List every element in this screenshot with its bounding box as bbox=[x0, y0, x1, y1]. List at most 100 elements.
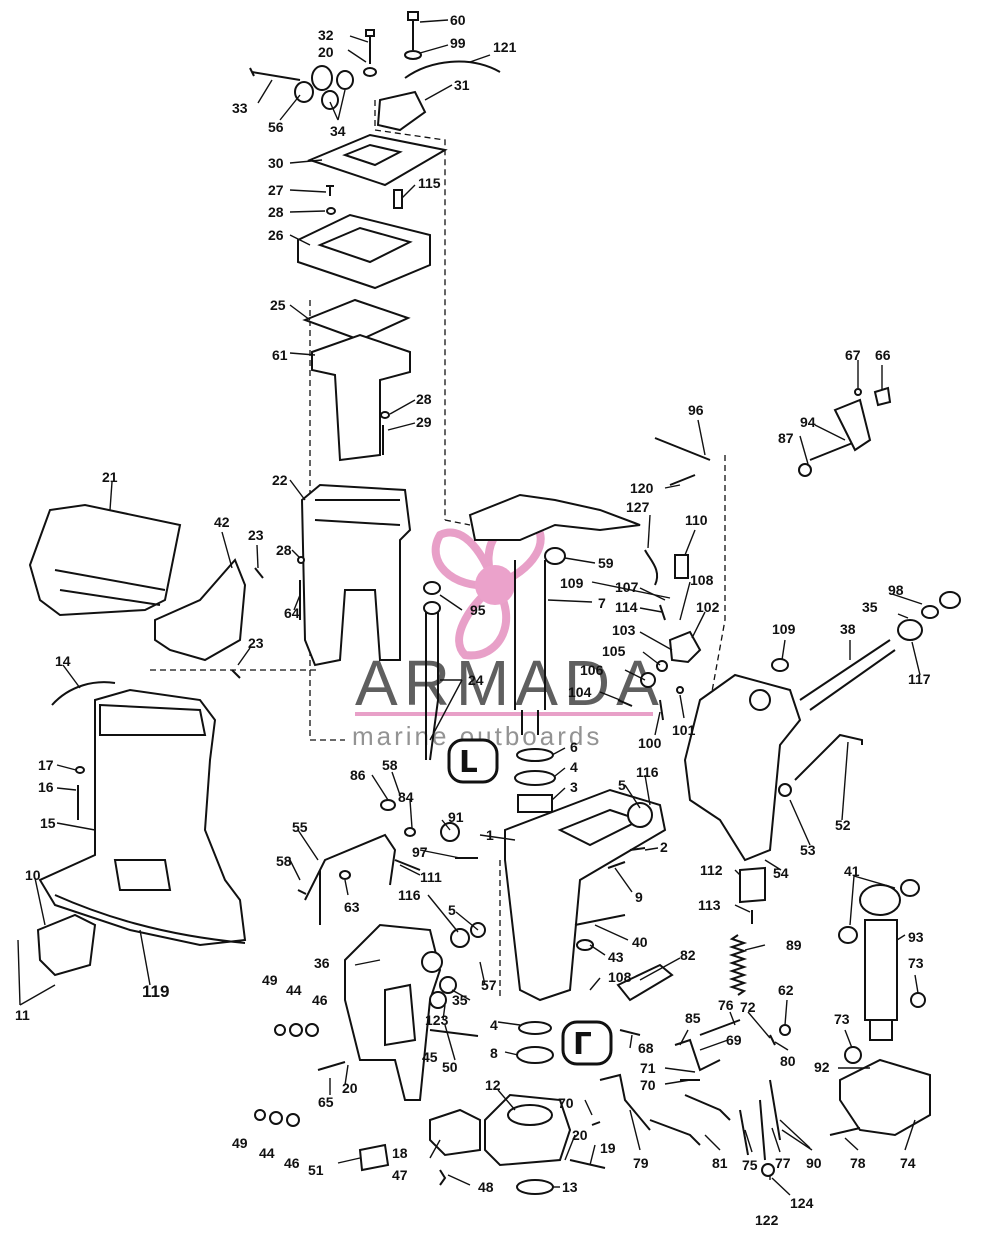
callout-87: 87 bbox=[778, 430, 794, 446]
callout-11: 11 bbox=[15, 1007, 30, 1023]
callout-20-a: 20 bbox=[318, 44, 334, 60]
callout-62: 62 bbox=[778, 982, 794, 998]
callout-45: 45 bbox=[422, 1049, 438, 1065]
callout-8: 8 bbox=[490, 1045, 498, 1061]
callout-84: 84 bbox=[398, 789, 414, 805]
watermark-brand: ARMADA bbox=[355, 647, 665, 719]
seal-kit-badge-b: ᒥ bbox=[561, 1020, 613, 1066]
callout-120: 120 bbox=[630, 480, 654, 496]
callout-28-b: 28 bbox=[416, 391, 432, 407]
callout-44-a: 44 bbox=[286, 982, 302, 998]
callout-49-a: 49 bbox=[262, 972, 278, 988]
callout-23-b: 23 bbox=[248, 635, 264, 651]
lower-swivel-parts bbox=[429, 1021, 606, 1195]
callout-59: 59 bbox=[598, 555, 614, 571]
callout-61: 61 bbox=[272, 347, 288, 363]
callout-58-a: 58 bbox=[382, 757, 398, 773]
callout-1: 1 bbox=[486, 827, 494, 843]
callout-51: 51 bbox=[308, 1162, 324, 1178]
callout-80: 80 bbox=[780, 1053, 796, 1069]
callout-63: 63 bbox=[344, 899, 360, 915]
callout-49-b: 49 bbox=[232, 1135, 248, 1151]
callout-121: 121 bbox=[493, 39, 517, 55]
callout-52: 52 bbox=[835, 817, 851, 833]
callout-64: 64 bbox=[284, 605, 300, 621]
cowling-panels bbox=[28, 503, 264, 679]
callout-20-c: 20 bbox=[342, 1080, 358, 1096]
callout-124: 124 bbox=[790, 1195, 814, 1211]
callout-71: 71 bbox=[640, 1060, 656, 1076]
callout-40: 40 bbox=[632, 934, 648, 950]
callout-103: 103 bbox=[612, 622, 636, 638]
callout-119: 119 bbox=[142, 982, 169, 1001]
callout-94: 94 bbox=[800, 414, 816, 430]
callout-9: 9 bbox=[635, 889, 643, 905]
callout-15: 15 bbox=[40, 815, 56, 831]
assembly-centerlines bbox=[150, 100, 726, 1000]
callout-108-a: 108 bbox=[608, 969, 632, 985]
callout-28-a: 28 bbox=[268, 204, 284, 220]
callout-28-c: 28 bbox=[276, 542, 292, 558]
callout-114: 114 bbox=[615, 599, 638, 615]
callout-101: 101 bbox=[672, 722, 696, 738]
callout-104: 104 bbox=[568, 684, 592, 700]
callout-98: 98 bbox=[888, 582, 904, 598]
callout-2: 2 bbox=[660, 839, 668, 855]
callout-115: 115 bbox=[418, 175, 441, 191]
callout-69: 69 bbox=[726, 1032, 742, 1048]
callout-23-a: 23 bbox=[248, 527, 264, 543]
callout-109-b: 109 bbox=[772, 621, 796, 637]
callout-50: 50 bbox=[442, 1059, 458, 1075]
callout-108-b: 108 bbox=[690, 572, 714, 588]
callout-29: 29 bbox=[416, 414, 432, 430]
callout-14: 14 bbox=[55, 653, 71, 669]
callout-107: 107 bbox=[615, 579, 639, 595]
callout-44-b: 44 bbox=[259, 1145, 275, 1161]
callout-116-a: 116 bbox=[636, 764, 659, 780]
trim-cylinder bbox=[829, 879, 931, 1137]
callout-43: 43 bbox=[608, 949, 624, 965]
callout-48: 48 bbox=[478, 1179, 494, 1195]
callout-35-a: 35 bbox=[452, 992, 468, 1008]
callout-25: 25 bbox=[270, 297, 286, 313]
leader-lines bbox=[17, 19, 923, 1196]
water-tubes bbox=[423, 581, 441, 761]
watermark-underline bbox=[355, 712, 653, 716]
callout-21: 21 bbox=[102, 469, 118, 485]
callout-13: 13 bbox=[562, 1179, 578, 1195]
callout-74: 74 bbox=[900, 1155, 916, 1171]
callout-117: 117 bbox=[908, 671, 931, 687]
driveshaft-assembly bbox=[468, 493, 641, 813]
seal-kit-badge-a: ᒪ bbox=[447, 738, 499, 784]
callout-110: 110 bbox=[685, 512, 708, 528]
callout-46-b: 46 bbox=[284, 1155, 300, 1171]
callout-86: 86 bbox=[350, 767, 366, 783]
callout-54: 54 bbox=[773, 865, 789, 881]
callout-112: 112 bbox=[700, 862, 723, 878]
callout-93: 93 bbox=[908, 929, 924, 945]
callout-12: 12 bbox=[485, 1077, 501, 1093]
callout-90: 90 bbox=[806, 1155, 822, 1171]
callout-4-b: 4 bbox=[490, 1017, 498, 1033]
springs bbox=[728, 866, 781, 1141]
callout-75: 75 bbox=[742, 1157, 758, 1173]
shift-linkage bbox=[297, 799, 478, 925]
callout-3: 3 bbox=[570, 779, 578, 795]
callout-57: 57 bbox=[481, 977, 497, 993]
callout-35-b: 35 bbox=[862, 599, 878, 615]
throttle-linkage bbox=[617, 437, 711, 721]
lower-unit bbox=[36, 681, 247, 977]
callout-76: 76 bbox=[718, 997, 734, 1013]
callout-78: 78 bbox=[850, 1155, 866, 1171]
callout-66: 66 bbox=[875, 347, 891, 363]
callout-10: 10 bbox=[25, 867, 41, 883]
callout-122: 122 bbox=[755, 1212, 779, 1228]
callout-109-a: 109 bbox=[560, 575, 584, 591]
callout-26: 26 bbox=[268, 227, 284, 243]
callout-56: 56 bbox=[268, 119, 284, 135]
callout-42: 42 bbox=[214, 514, 230, 530]
callout-58-b: 58 bbox=[276, 853, 292, 869]
callout-89: 89 bbox=[786, 937, 802, 953]
callout-102: 102 bbox=[696, 599, 720, 615]
